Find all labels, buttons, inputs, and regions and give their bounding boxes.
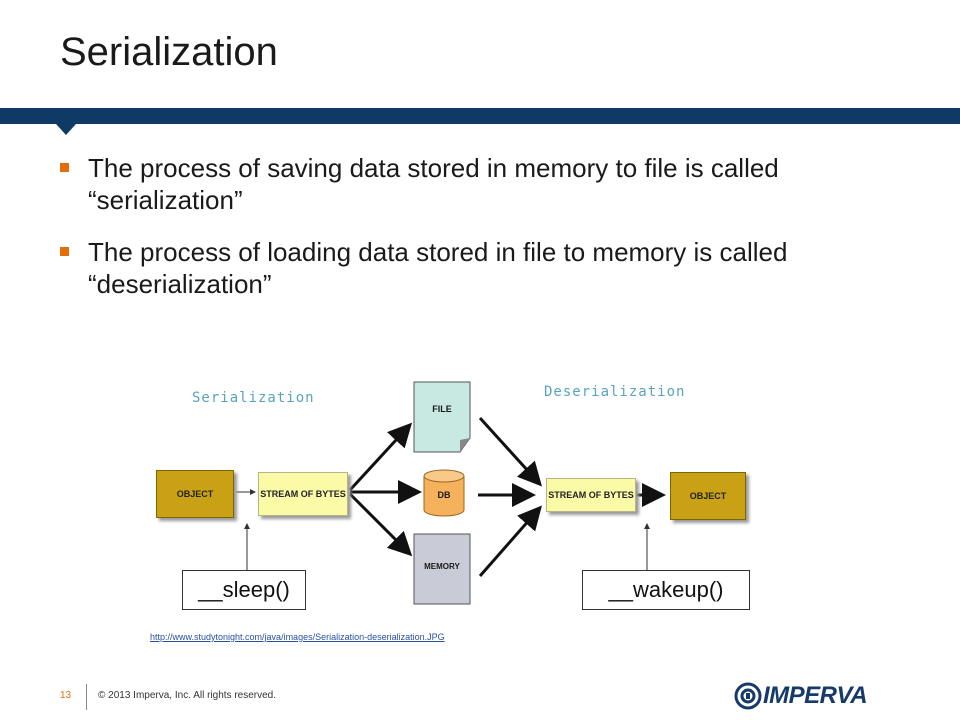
- wakeup-function-box: __wakeup(): [582, 570, 750, 610]
- footer-divider: [86, 684, 87, 710]
- source-link[interactable]: http://www.studytonight.com/java/images/…: [150, 632, 445, 642]
- bullet-marker-icon: [60, 247, 69, 256]
- serialization-diagram: Serialization Deserialization OBJECT STR…: [140, 352, 760, 642]
- file-page-icon: [413, 381, 471, 453]
- stream-left-box: STREAM OF BYTES: [258, 472, 348, 516]
- object-left-box: OBJECT: [156, 470, 234, 518]
- object-right-box: OBJECT: [670, 472, 746, 520]
- imperva-logo: IMPERVA: [733, 681, 913, 711]
- copyright-text: © 2013 Imperva, Inc. All rights reserved…: [98, 690, 277, 701]
- db-cylinder-icon: [423, 469, 465, 517]
- file-label: FILE: [432, 404, 452, 414]
- sleep-function-box: __sleep(): [182, 570, 306, 610]
- memory-page-icon: [413, 533, 471, 605]
- header-band-notch: [56, 124, 76, 135]
- memory-label: MEMORY: [424, 562, 460, 571]
- imperva-logo-text: IMPERVA: [763, 682, 868, 709]
- arrow-to-file: [348, 422, 413, 492]
- header-band: [0, 108, 960, 124]
- stream-right-box: STREAM OF BYTES: [546, 478, 636, 512]
- slide-title: Serialization: [60, 30, 278, 74]
- db-label: DB: [437, 490, 451, 500]
- bullet-text: The process of saving data stored in mem…: [88, 153, 779, 215]
- arrow-to-memory: [348, 492, 413, 557]
- arrow-from-memory: [478, 505, 542, 577]
- imperva-logo-mark-icon: [734, 682, 762, 710]
- deserialization-label: Deserialization: [544, 384, 686, 400]
- diagram-arrows: [236, 381, 666, 605]
- serialization-label: Serialization: [192, 390, 315, 406]
- bullet-list: The process of saving data stored in mem…: [60, 152, 880, 320]
- arrow-from-file: [478, 416, 543, 487]
- bullet-text: The process of loading data stored in fi…: [88, 237, 788, 299]
- bullet-item: The process of saving data stored in mem…: [60, 152, 880, 216]
- bullet-item: The process of loading data stored in fi…: [60, 236, 880, 300]
- page-number: 13: [60, 690, 72, 701]
- bullet-marker-icon: [60, 163, 69, 172]
